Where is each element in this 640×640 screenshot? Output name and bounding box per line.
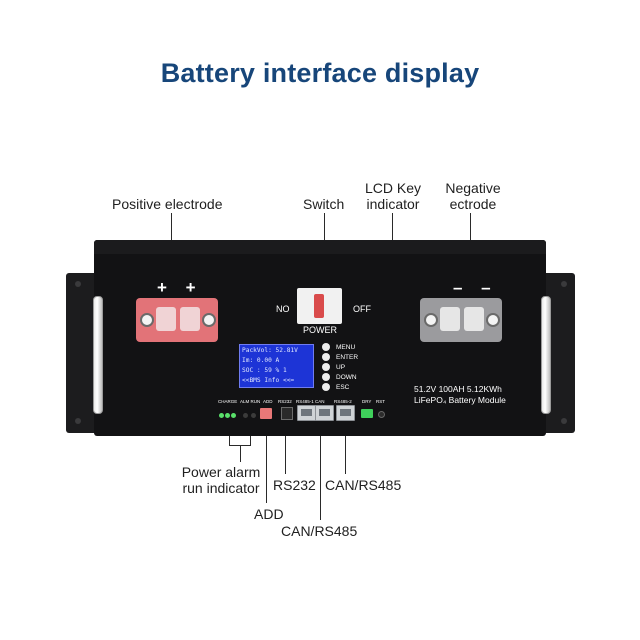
up-key-label: UP [336, 364, 346, 371]
dry-contact-port[interactable] [361, 409, 373, 418]
negative-electrode-line2: ectrode [449, 196, 497, 212]
lcd-line: <<BMS Info <<= [242, 377, 295, 384]
negative-electrode-line1: Negative [445, 180, 501, 196]
rs232-port-label: RS232 [278, 399, 292, 404]
enter-key-label: ENTER [336, 354, 359, 361]
run-led [251, 413, 256, 418]
rs232-leader [285, 421, 286, 474]
rack-screw [561, 281, 567, 287]
power-alarm-leader-stem [240, 445, 241, 462]
lcd-line: SOC : 59 % 1 [242, 367, 287, 374]
charge-led [219, 413, 224, 418]
terminal-pad [464, 307, 484, 331]
switch-label: Switch [303, 196, 345, 212]
terminal-bolt-icon [486, 313, 500, 327]
charge-port-label: CHARGE [218, 399, 238, 404]
power-alarm-run-indicator-label: Power alarm run indicator [175, 464, 267, 496]
can-rs485-bottom-label: CAN/RS485 [281, 523, 358, 539]
enter-key[interactable] [322, 353, 330, 361]
left-handle[interactable] [93, 296, 103, 414]
alm-run-label: ALM RUN [240, 399, 261, 404]
rs232-label: RS232 [273, 477, 316, 493]
rs232-port[interactable] [281, 407, 293, 420]
esc-key-label: ESC [336, 384, 350, 391]
rs485-1-can-port-label: RS485-1 CAN [296, 399, 325, 404]
power-switch-toggle[interactable] [314, 294, 324, 318]
terminal-pad [180, 307, 200, 331]
terminal-bolt-icon [202, 313, 216, 327]
alarm-led [243, 413, 248, 418]
positive-electrode-label: Positive electrode [112, 196, 223, 212]
terminal-pad [440, 307, 460, 331]
rs485-2-port[interactable] [336, 405, 355, 421]
negative-terminal[interactable] [420, 298, 502, 342]
switch-no-label: NO [276, 304, 290, 314]
power-switch[interactable] [297, 288, 342, 324]
lcd-key-indicator-label: LCD Key indicator [361, 180, 425, 212]
can-rs485-right-label: CAN/RS485 [325, 477, 402, 493]
dry-port-label: DRY [362, 399, 372, 404]
power-label: POWER [303, 325, 338, 335]
charge-led [225, 413, 230, 418]
module-rating: 51.2V 100AH 5.12KWh [414, 384, 502, 394]
can-rs485-bottom-leader [320, 421, 321, 520]
rack-screw [561, 418, 567, 424]
negative-electrode-label: Negative ectrode [440, 180, 506, 212]
terminal-bolt-icon [424, 313, 438, 327]
rs485-2-port-label: RS485-2 [334, 399, 352, 404]
rs485-1-port[interactable] [297, 405, 316, 421]
menu-key-label: MENU [336, 344, 356, 351]
lcd-line: PackVol: 52.81V [242, 347, 298, 354]
rst-port-label: RST [376, 399, 385, 404]
add-label: ADD [254, 506, 284, 522]
reset-button[interactable] [378, 411, 385, 418]
menu-key[interactable] [322, 343, 330, 351]
terminal-bolt-icon [140, 313, 154, 327]
charge-led [231, 413, 236, 418]
negative-signs: – – [453, 278, 498, 297]
terminal-pad [156, 307, 176, 331]
rack-screw [75, 418, 81, 424]
positive-terminal[interactable] [136, 298, 218, 342]
switch-off-label: OFF [353, 304, 371, 314]
power-alarm-line1: Power alarm [181, 464, 261, 480]
can-rs485-right-leader [345, 421, 346, 474]
esc-key[interactable] [322, 383, 330, 391]
add-leader [266, 421, 267, 503]
lcd-key-indicator-line1: LCD Key [364, 180, 422, 196]
up-key[interactable] [322, 363, 330, 371]
lcd-line: Im: 0.00 A [242, 357, 280, 364]
add-dip-switch[interactable] [260, 408, 272, 419]
down-key-label: DOWN [336, 374, 357, 381]
module-chemistry: LiFePO₄ Battery Module [414, 395, 506, 405]
lcd-key-indicator-line2: indicator [366, 196, 420, 212]
page-title: Battery interface display [160, 58, 480, 88]
down-key[interactable] [322, 373, 330, 381]
can-port[interactable] [315, 405, 334, 421]
power-alarm-line2: run indicator [182, 480, 260, 496]
battery-top-lid [94, 240, 546, 254]
right-handle[interactable] [541, 296, 551, 414]
add-port-label: ADD [263, 399, 273, 404]
lcd-display: PackVol: 52.81V Im: 0.00 A SOC : 59 % 1 … [239, 344, 314, 388]
positive-signs: + + [157, 278, 203, 297]
rack-screw [75, 281, 81, 287]
